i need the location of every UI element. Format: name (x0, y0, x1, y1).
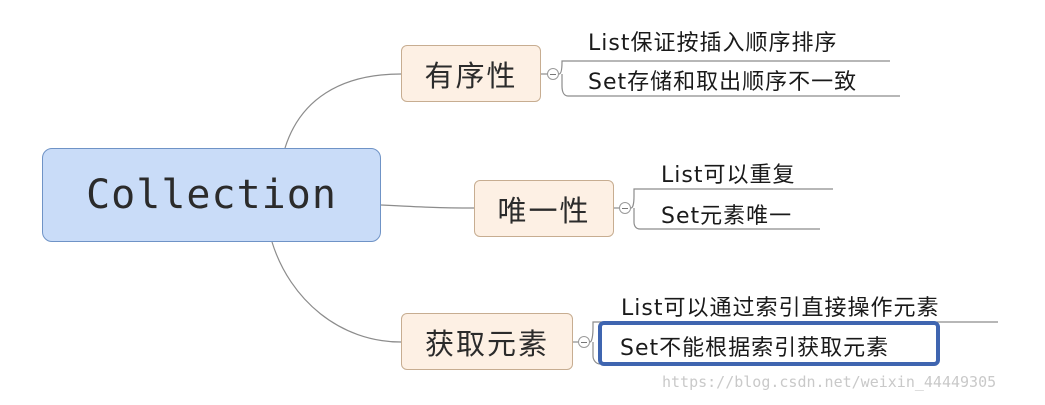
leaf-list-duplicates: List可以重复 (661, 163, 796, 188)
collapse-toggle-uniqueness[interactable] (619, 202, 631, 214)
connector-uniqueness-branch (630, 188, 833, 230)
leaf-set-order-inconsistent: Set存储和取出顺序不一致 (588, 70, 858, 95)
leaf-list-insertion-order: List保证按插入顺序排序 (588, 31, 838, 56)
connector-ordering-branch (558, 60, 900, 97)
leaf-set-no-index: Set不能根据索引获取元素 (620, 336, 890, 361)
topic-node-uniqueness[interactable]: 唯一性 (474, 180, 614, 237)
connector-root-to-ordering (284, 73, 402, 149)
topic-label: 获取元素 (424, 326, 549, 361)
collapse-toggle-retrieval[interactable] (578, 336, 590, 348)
topic-node-ordering[interactable]: 有序性 (401, 45, 541, 102)
leaf-set-unique: Set元素唯一 (661, 204, 793, 229)
root-node-collection[interactable]: Collection (42, 148, 381, 242)
topic-label: 有序性 (424, 58, 518, 93)
watermark-text: https://blog.csdn.net/weixin_44449305 (662, 373, 997, 391)
root-label: Collection (86, 172, 337, 218)
connector-root-to-uniqueness (380, 204, 475, 209)
collapse-toggle-ordering[interactable] (547, 68, 559, 80)
topic-node-retrieval[interactable]: 获取元素 (401, 313, 573, 370)
leaf-list-index-access: List可以通过索引直接操作元素 (621, 296, 940, 321)
highlight-box (598, 321, 940, 366)
topic-label: 唯一性 (497, 193, 591, 228)
connector-root-to-retrieval (271, 241, 402, 343)
